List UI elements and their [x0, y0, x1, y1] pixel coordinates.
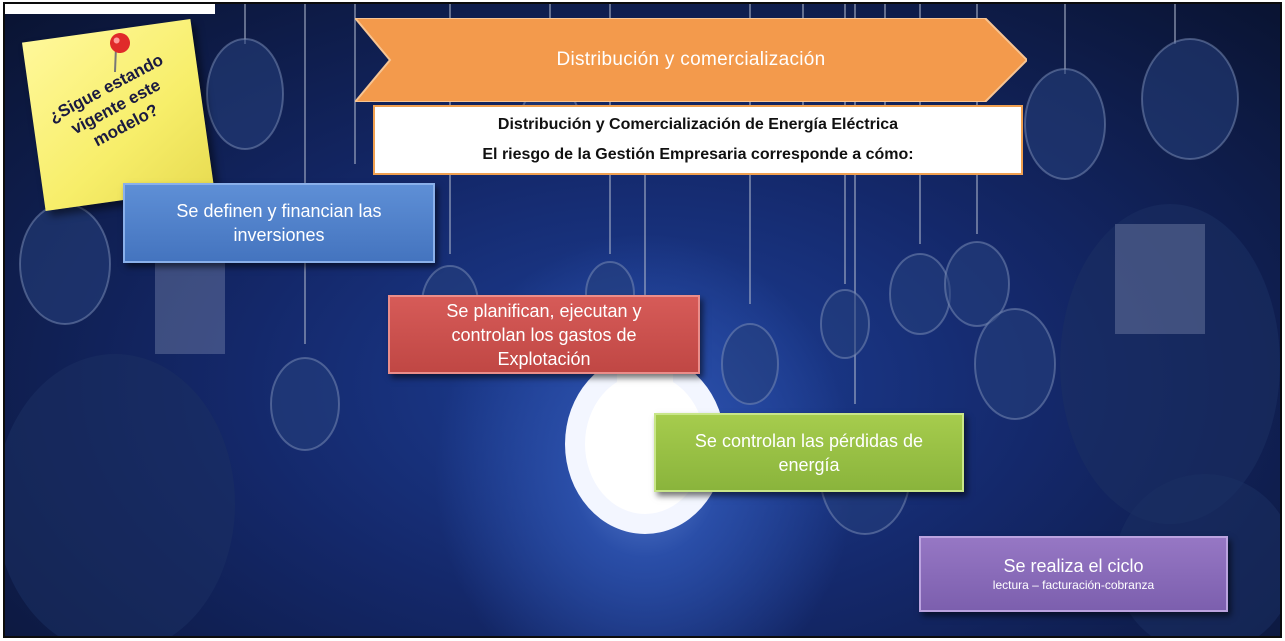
step-4-main: Se realiza el ciclo — [1003, 556, 1144, 576]
step-box-energy-losses: Se controlan las pérdidas de energía — [654, 413, 964, 492]
step-2-line-1: Se planifican, ejecutan y — [446, 300, 642, 321]
pushpin-icon — [110, 33, 131, 73]
light-bulbs-icon — [5, 4, 1280, 636]
step-box-investments: Se definen y financian las inversiones — [123, 183, 435, 263]
step-1-line-1: Se definen y financian las — [176, 201, 382, 221]
step-2-line-3: Explotación — [497, 348, 591, 369]
step-3-line-1: Se controlan las pérdidas de — [694, 430, 924, 451]
title-box: Distribución y Comercialización de Energ… — [373, 105, 1023, 175]
top-white-strip — [5, 4, 215, 14]
header-arrow-shape — [355, 18, 1027, 102]
slide: Distribución y comercialización Distribu… — [3, 2, 1282, 638]
step-3-line-2: energía — [778, 454, 840, 475]
title-line-1: Distribución y Comercialización de Energ… — [497, 116, 899, 133]
step-2-line-2: controlan los gastos de — [451, 324, 637, 345]
sticky-note: ¿Sigue estando vigente este modelo? — [21, 18, 215, 212]
step-box-billing-cycle: Se realiza el ciclo lectura – facturació… — [919, 536, 1228, 612]
step-1-line-2: inversiones — [233, 225, 325, 245]
step-box-operating-expenses: Se planifican, ejecutan y controlan los … — [388, 295, 700, 374]
step-4-sub: lectura – facturación-cobranza — [992, 578, 1155, 592]
header-arrow-label: Distribución y comercialización — [556, 49, 826, 70]
title-line-2: El riesgo de la Gestión Empresaria corre… — [482, 146, 914, 163]
